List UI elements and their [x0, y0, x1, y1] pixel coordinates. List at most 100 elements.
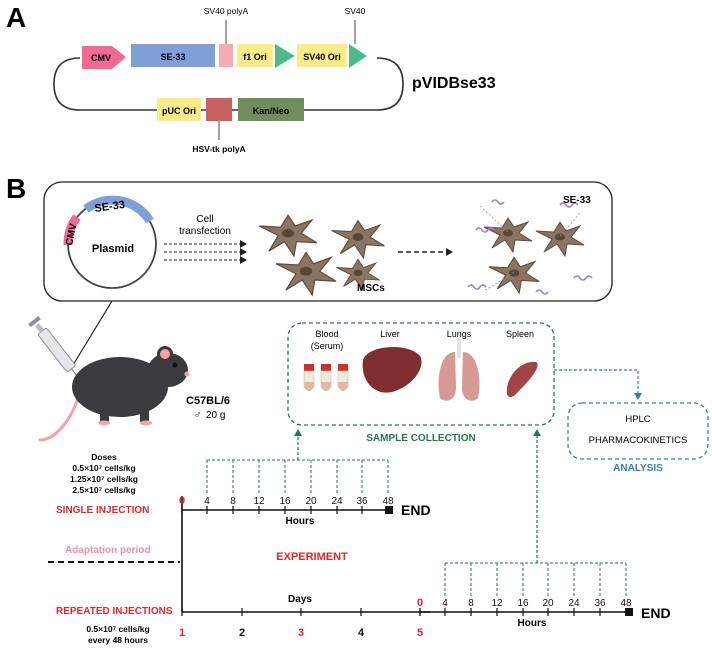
dose-1: 0.5×10⁷ cells/kg — [72, 463, 135, 473]
spleen-icon — [506, 361, 538, 397]
analysis-box — [567, 402, 709, 460]
repeated-tick-label-48: 48 — [620, 598, 632, 609]
days-label: Days — [288, 594, 312, 605]
collection-to-analysis-arrow — [554, 369, 642, 400]
mscs-label: MSCs — [357, 283, 385, 294]
sv40-label: SV40 — [345, 6, 366, 16]
hsv-tk-polya-label: HSV-tk polyA — [192, 144, 245, 154]
sample-collection-title: SAMPLE COLLECTION — [366, 433, 475, 444]
panel-a-letter: A — [6, 2, 26, 33]
hsv-tk-polya-box — [206, 98, 232, 121]
mouse-strain: C57BL/6 — [186, 395, 230, 407]
day-tick-label-3: 3 — [298, 627, 304, 639]
repeated-tick-label-0: 0 — [417, 597, 423, 609]
single-injection-label: SINGLE INJECTION — [56, 505, 149, 516]
plasmid-se33-label: SE-33 — [94, 199, 126, 215]
se33-label: SE-33 — [160, 52, 185, 62]
single-tick-label-16: 16 — [279, 496, 291, 507]
panel-b-letter: B — [6, 173, 26, 204]
se33-arc — [83, 195, 154, 224]
single-tick-label-8: 8 — [230, 496, 236, 507]
lungs-icon — [438, 338, 480, 401]
blood-tubes-icon — [303, 363, 349, 392]
single-end-label: END — [401, 502, 431, 518]
cell-transfection-line1: Cell — [196, 214, 213, 225]
repeated-tick-label-24: 24 — [568, 598, 580, 609]
single-tick-label-48: 48 — [382, 496, 394, 507]
day-tick-label-1: 1 — [179, 627, 185, 639]
transfection-box — [43, 181, 613, 302]
plasmid-label: Plasmid — [92, 243, 134, 255]
spleen-label: Spleen — [506, 329, 534, 339]
blood-label-line1: Blood — [315, 329, 338, 339]
f1-ori-label: f1 Ori — [243, 52, 267, 62]
single-end-marker — [385, 506, 393, 514]
sv40-polya-box — [219, 44, 233, 67]
day-tick-label-2: 2 — [239, 627, 245, 639]
cmv-arc — [63, 214, 81, 246]
plasmid-circle-graphic: SE-33 CMV Plasmid — [63, 195, 157, 289]
experiment-label: EXPERIMENT — [276, 551, 348, 563]
mouse-weight: 20 g — [206, 410, 225, 421]
cell-transfection-line2: transfection — [179, 226, 231, 237]
mouse-icon — [38, 346, 190, 442]
se33-secreted-label: SE-33 — [563, 195, 591, 206]
single-tick-label-12: 12 — [253, 496, 265, 507]
sv40-promoter-triangle — [349, 44, 367, 68]
puc-ori-box — [157, 98, 201, 121]
single-tick-label-36: 36 — [356, 496, 368, 507]
plasmid-map: CMV SE-33 SV40 polyA f1 Ori SV40 Ori SV4… — [53, 6, 496, 154]
se33-gene-box — [131, 44, 215, 67]
single-tick-label-20: 20 — [305, 496, 317, 507]
repeated-tick-label-8: 8 — [468, 598, 474, 609]
transfection-arrows — [164, 240, 247, 264]
cmv-label: CMV — [91, 53, 111, 63]
single-tick-label-4: 4 — [204, 496, 210, 507]
repeated-tick-label-20: 20 — [542, 598, 554, 609]
analysis-title: ANALYSIS — [613, 463, 663, 474]
mouse-sex: ♂ — [194, 410, 202, 421]
repeated-end-label: END — [641, 605, 671, 621]
repeated-tick-label-12: 12 — [491, 598, 503, 609]
syringe-icon — [28, 316, 90, 392]
doses-title: Doses — [91, 452, 117, 462]
liver-label: Liver — [380, 329, 400, 339]
sv40-polya-label: SV40 polyA — [204, 6, 249, 16]
day-ticks: 1 2 3 4 5 — [179, 608, 423, 639]
f1-direction-triangle — [275, 44, 295, 68]
plasmid-name: pVIDBse33 — [412, 75, 496, 92]
plasmid-cmv-label: CMV — [64, 222, 79, 246]
kan-neo-box — [238, 98, 304, 121]
repeated-tick-label-4: 4 — [442, 598, 448, 609]
repeated-end-marker — [625, 608, 633, 616]
day-tick-label-5: 5 — [417, 627, 423, 639]
box-to-syringe-line — [69, 300, 113, 371]
repeated-tick-label-36: 36 — [594, 598, 606, 609]
msc-secreting-group — [467, 199, 593, 295]
repeated-injections-label: REPEATED INJECTIONS — [56, 606, 173, 617]
sv40-ori-label: SV40 Ori — [303, 52, 341, 62]
single-tick-label-0: 0 — [179, 495, 185, 507]
blood-label-line2: (Serum) — [311, 341, 344, 351]
repeated-tick-label-16: 16 — [517, 598, 529, 609]
dose-3: 2.5×10⁷ cells/kg — [72, 485, 135, 495]
cmv-promoter-arrow — [82, 46, 126, 69]
f1-ori-box — [237, 44, 273, 67]
adaptation-period-label: Adaptation period — [65, 545, 151, 556]
repeated-dose-line2: every 48 hours — [88, 635, 148, 645]
dose-2: 1.25×10⁷ cells/kg — [70, 474, 138, 484]
pharmacokinetics-label: PHARMACOKINETICS — [589, 435, 688, 446]
sv40-ori-box — [297, 44, 347, 67]
puc-ori-label: pUC Ori — [162, 106, 196, 116]
sample-collection-box — [287, 322, 555, 426]
day-tick-label-4: 4 — [358, 627, 365, 639]
liver-icon — [362, 346, 422, 393]
repeated-dose-line1: 0.5×10⁷ cells/kg — [86, 624, 149, 634]
hplc-label: HPLC — [625, 414, 650, 425]
kan-neo-label: Kan/Neo — [253, 106, 290, 116]
lungs-label: Lungs — [447, 329, 472, 339]
single-hours-label: Hours — [286, 516, 315, 527]
